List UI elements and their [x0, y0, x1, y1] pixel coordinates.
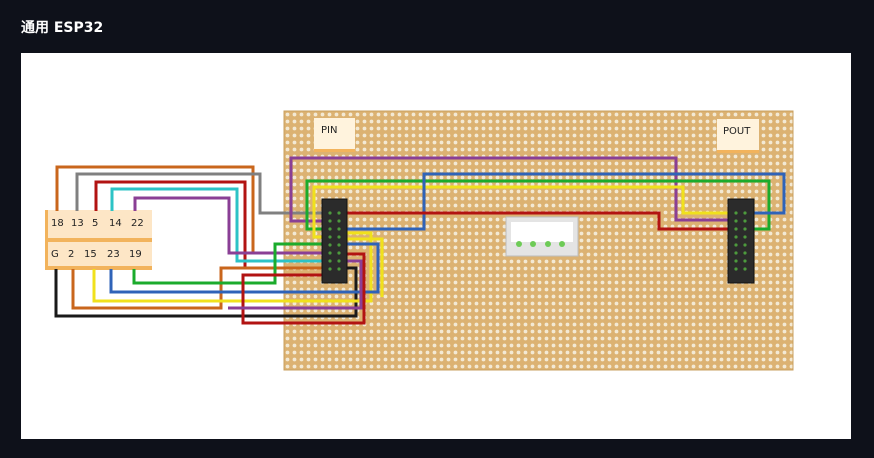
svg-text:POUT: POUT [723, 126, 751, 137]
esp-label-top-5: 22 [131, 218, 144, 229]
esp-label-bottom-3: 15 [84, 249, 97, 260]
wire-purple-bus [289, 156, 737, 223]
pin-header [321, 198, 348, 284]
wire-black [54, 266, 358, 318]
wire-yellow-bottom [92, 231, 373, 303]
page-title: 通用 ESP32 [21, 20, 104, 36]
wire-green-bottom [132, 242, 334, 285]
pout-header [727, 198, 755, 284]
wire-blue-bottom [109, 242, 380, 294]
pin-label: PIN [314, 118, 355, 152]
esp-label-bottom-4: 23 [107, 249, 120, 260]
wire-gray [75, 172, 334, 215]
wire-yellow-loop [334, 237, 384, 297]
wire-red-loop [241, 252, 366, 325]
esp-label-bottom-1: G [51, 249, 59, 260]
esp-label-top-2: 13 [71, 218, 84, 229]
wire-blue-bus [334, 172, 786, 231]
wiring-diagram: PIN POUT 18 13 5 14 22 G 2 15 23 19 [45, 110, 794, 371]
esp-label-top-3: 5 [92, 218, 98, 229]
esp-label-top-4: 14 [109, 218, 122, 229]
svg-text:PIN: PIN [321, 125, 337, 136]
esp-label-bottom-2: 2 [68, 249, 74, 260]
esp32-pin-labels: 18 13 5 14 22 G 2 15 23 19 [45, 210, 152, 270]
pout-label: POUT [717, 119, 759, 153]
wire-yellow-bus [312, 185, 737, 239]
diagram-canvas: PIN POUT 18 13 5 14 22 G 2 15 23 19 [21, 53, 851, 439]
wire-purple-top [133, 196, 334, 255]
esp-label-top-1: 18 [51, 218, 64, 229]
wire-cyan [110, 187, 334, 263]
wire-orange-bottom [71, 266, 334, 310]
esp-label-bottom-5: 19 [129, 249, 142, 260]
wire-red-bus [334, 211, 737, 231]
wire-green-bus [305, 179, 771, 231]
jst-connector [505, 216, 579, 257]
